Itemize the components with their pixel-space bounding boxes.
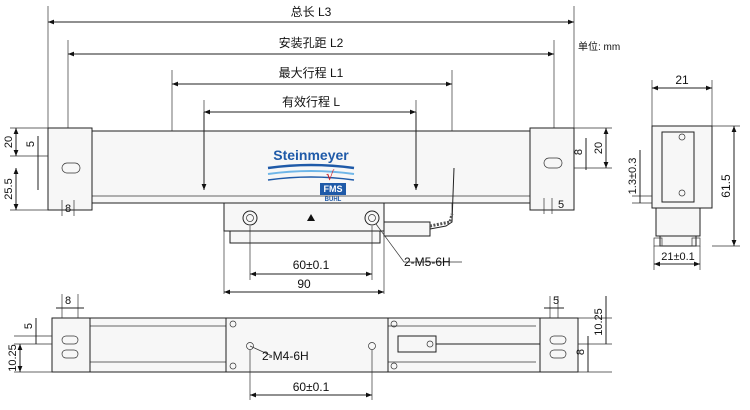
top-view: 总长 L3 安装孔距 L2 最大行程 L1 有效行程 L 单位: mm Stei…: [3, 5, 620, 295]
dim-bottom-right-5: 5: [553, 295, 559, 307]
logo-fms-text: FMS: [324, 184, 343, 194]
left-end-block: [47, 127, 93, 211]
dim-bottom-left-5: 5: [23, 323, 35, 329]
right-end-block: [529, 127, 575, 211]
left-mount-slot: [61, 162, 81, 174]
scale-body: [83, 130, 531, 204]
cable-gland: [383, 221, 431, 237]
dim-bottom-right-10-25: 10.25: [593, 308, 605, 336]
side-inner: [661, 131, 695, 203]
logo-brand-text: Steinmeyer: [273, 147, 349, 163]
unit-label: 单位: mm: [578, 40, 620, 53]
dim-bottom-pitch-60: 60±0.1: [293, 380, 330, 394]
dim-label-max-travel: 最大行程 L1: [279, 65, 344, 80]
dim-left-8: 8: [65, 203, 71, 215]
right-mount-slot: [543, 157, 563, 169]
m4-hole-left: [246, 342, 254, 350]
dim-side-61-5: 61.5: [719, 174, 733, 198]
dim-side-21-base: 21±0.1: [661, 251, 695, 263]
reader-index-triangle: [307, 214, 315, 221]
dim-left-20: 20: [3, 136, 15, 148]
thread-m4-label: 2-M4-6H: [262, 349, 309, 363]
reader-hole-right: [364, 210, 380, 226]
dim-side-21: 21: [675, 73, 689, 87]
steinmeyer-logo: Steinmeyer FMS √ BUHL: [267, 147, 355, 203]
side-view: 21 61.5 1.3±0.3 21±0.1: [627, 73, 740, 270]
reader-head: [223, 202, 385, 232]
dim-bottom-left-10-25: 10.25: [7, 344, 19, 372]
dim-label-effective-travel: 有效行程 L: [282, 94, 340, 109]
dim-bottom-right-8: 8: [575, 349, 587, 355]
side-reader: [655, 207, 701, 237]
dim-side-1-3: 1.3±0.3: [627, 158, 639, 195]
logo-check-icon: √: [326, 169, 335, 184]
bottom-left-end: [51, 317, 91, 373]
bottom-reader: [225, 317, 389, 373]
bottom-view: 8 5 10.25 5 10.25 8 2-M4-6H 60±0.1: [7, 294, 612, 400]
dim-left-5: 5: [25, 141, 37, 147]
m4-hole-right: [368, 342, 376, 350]
dim-right-5: 5: [558, 199, 564, 211]
reader-base: [229, 230, 381, 244]
dim-left-25-5: 25.5: [3, 178, 15, 199]
thread-m5-label: 2-M5-6H: [404, 255, 451, 269]
logo-tag-text: BUHL: [325, 197, 342, 203]
dim-bottom-left-8: 8: [65, 295, 71, 307]
cable: [429, 167, 455, 230]
side-reader-base: [659, 235, 697, 247]
dim-label-total-length: 总长 L3: [291, 5, 332, 19]
reader-hole-left: [242, 210, 258, 226]
dim-label-mount-hole-distance: 安装孔距 L2: [279, 35, 344, 50]
dim-reader-90: 90: [297, 277, 311, 291]
dim-right-20: 20: [593, 142, 605, 154]
bottom-right-end: [539, 317, 579, 373]
bottom-cable-gland: [397, 335, 437, 353]
dim-reader-60: 60±0.1: [293, 258, 330, 272]
dim-right-8: 8: [573, 149, 585, 155]
